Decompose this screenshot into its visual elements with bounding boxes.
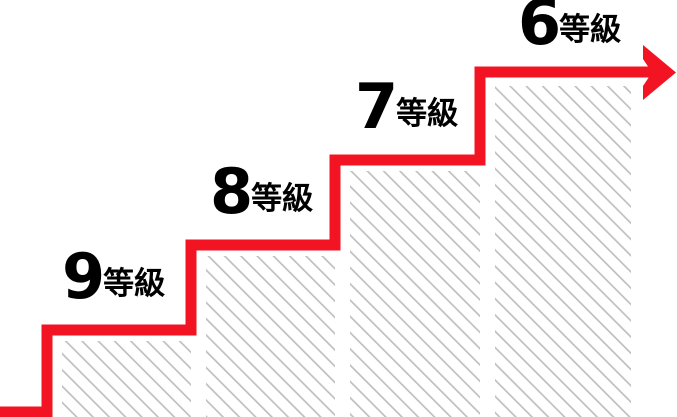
hatch-block-6	[495, 86, 631, 417]
red-staircase-arrow	[0, 45, 676, 417]
hatch-block-9	[62, 341, 191, 417]
step-label-7: 7 等級	[355, 70, 459, 143]
grade-unit-7: 等級	[396, 95, 459, 132]
grade-number-6: 6	[518, 0, 561, 59]
grade-number-7: 7	[355, 70, 398, 143]
grade-number-9: 9	[62, 240, 105, 313]
hatched-step-blocks	[62, 86, 631, 417]
red-arrow-head	[643, 45, 676, 100]
grade-unit-8: 等級	[251, 180, 314, 217]
step-label-8: 8 等級	[210, 155, 314, 228]
step-label-9: 9 等級	[62, 240, 166, 313]
hatch-block-7	[350, 171, 480, 417]
grade-number-8: 8	[210, 155, 253, 228]
hatch-block-8	[206, 256, 335, 417]
grade-unit-6: 等級	[559, 11, 622, 48]
grade-unit-9: 等級	[103, 265, 166, 302]
step-label-6: 6 等級	[518, 0, 622, 59]
